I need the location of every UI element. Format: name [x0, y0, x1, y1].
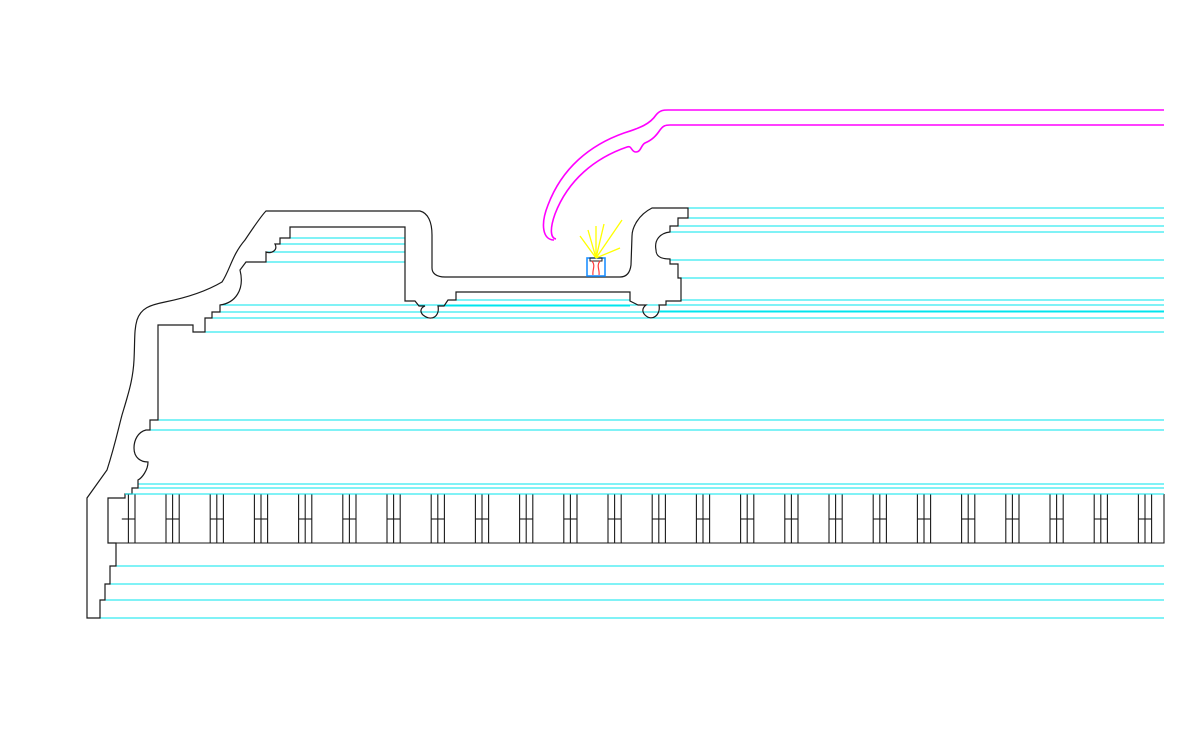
dentil-block — [709, 494, 742, 544]
light-ray — [595, 223, 605, 259]
dentil-block — [134, 494, 167, 544]
dentil-block — [222, 494, 255, 544]
dentil-block — [930, 494, 963, 544]
dentil-block — [355, 494, 388, 544]
dentil-block — [488, 494, 521, 544]
dentil-block — [267, 494, 300, 544]
dentil-block — [1106, 494, 1139, 544]
dentil-block — [974, 494, 1007, 544]
light-ray — [595, 219, 623, 259]
dentil-block — [576, 494, 609, 544]
dentil-band — [108, 493, 1165, 544]
fixture-lamp — [591, 260, 601, 276]
dentil-block — [664, 494, 697, 544]
dentil-block — [841, 494, 874, 544]
dentil-block — [797, 494, 830, 544]
dentil-block — [1018, 494, 1051, 544]
dentil-block — [753, 494, 786, 544]
dentil-block — [178, 494, 211, 544]
dentil-block — [1151, 494, 1165, 544]
dentil-block — [311, 494, 344, 544]
dentil-block — [620, 494, 653, 544]
light-rays — [579, 219, 623, 259]
cove-crown-profile — [542, 109, 1164, 241]
light-fixture — [586, 257, 606, 277]
projection-lines — [100, 207, 1164, 619]
dentil-block — [532, 494, 565, 544]
dentil-block — [443, 494, 476, 544]
dentil-block — [399, 494, 432, 544]
light-ray — [587, 229, 597, 259]
dentil-block — [885, 494, 918, 544]
fixture-cap — [589, 257, 603, 262]
light-ray — [579, 235, 597, 259]
cornice-profile-outline — [86, 207, 689, 619]
dentil-block — [1062, 494, 1095, 544]
light-ray — [595, 247, 621, 259]
